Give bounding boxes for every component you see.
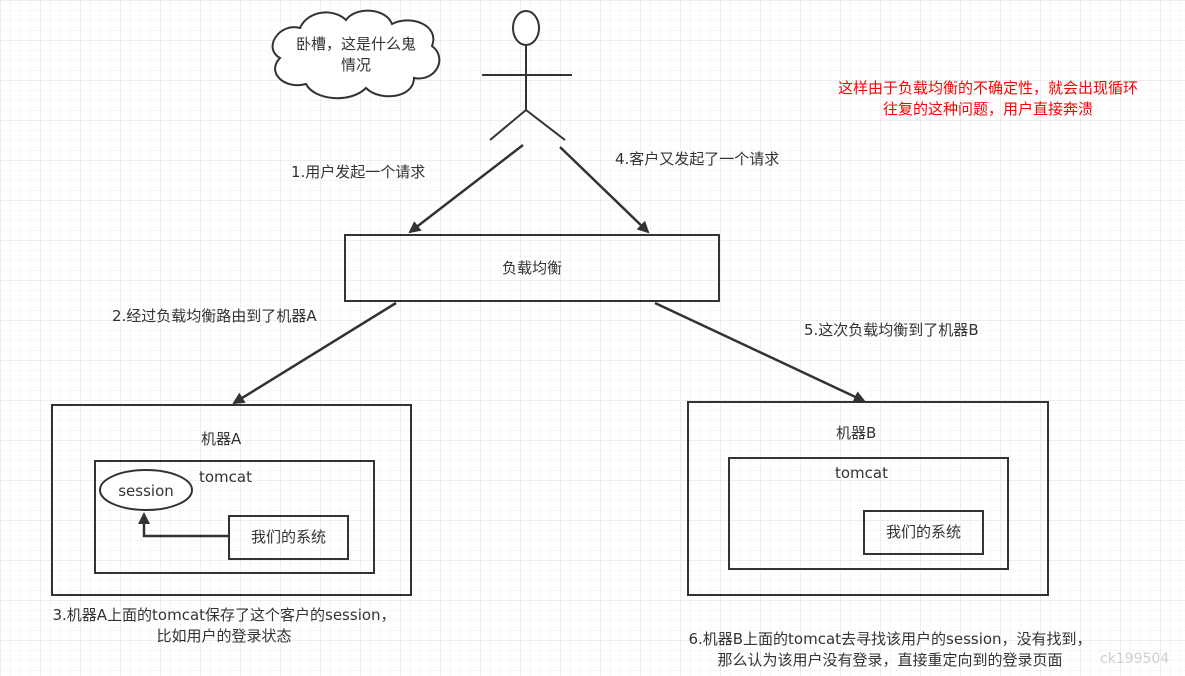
machine-a-tomcat-label: tomcat [199, 468, 252, 486]
arrow-lb-to-machine-b [654, 301, 866, 403]
arrow-system-to-session [138, 512, 228, 538]
cloud-text-line-2: 情况 [340, 56, 371, 74]
machine-a-box [51, 404, 412, 596]
step-2-label: 2.经过负载均衡路由到了机器A [112, 307, 317, 325]
thought-cloud [271, 9, 441, 100]
machine-b-tomcat-label: tomcat [835, 464, 888, 482]
machine-b-system-box [863, 510, 984, 555]
warning-note-line-1: 这样由于负载均衡的不确定性，就会出现循环 [837, 79, 1138, 97]
machine-a-tomcat-box [94, 460, 375, 574]
machine-b-system-label: 我们的系统 [885, 523, 961, 541]
machine-a-title: 机器A [201, 430, 242, 448]
watermark: ck199504 [1100, 651, 1170, 667]
session-ellipse [99, 469, 193, 511]
arrow-lb-to-machine-a [232, 301, 397, 405]
step-4-label: 4.客户又发起了一个请求 [615, 150, 780, 168]
user-figure [482, 10, 572, 141]
arrow-user-to-lb [408, 144, 524, 234]
machine-a-caption-line-1: 3.机器A上面的tomcat保存了这个客户的session， [52, 606, 396, 624]
machine-b-caption: 6.机器B上面的tomcat去寻找该用户的session，没有找到， 那么认为该… [630, 629, 1150, 671]
step-5-label: 5.这次负载均衡到了机器B [804, 321, 979, 339]
machine-a-system-box [228, 515, 349, 560]
load-balancer-box [344, 234, 720, 302]
machine-b-box [687, 401, 1049, 596]
step-1-label: 1.用户发起一个请求 [291, 163, 426, 181]
warning-note-line-2: 往复的这种问题，用户直接奔溃 [882, 100, 1093, 118]
machine-a-system-label: 我们的系统 [250, 528, 326, 546]
machine-a-caption: 3.机器A上面的tomcat保存了这个客户的session， 比如用户的登录状态 [14, 605, 434, 647]
session-label: session [118, 482, 174, 500]
cloud-text: 卧槽，这是什么鬼 情况 [286, 34, 426, 76]
arrow-user-to-lb-second [559, 146, 650, 234]
load-balancer-label: 负载均衡 [501, 259, 562, 277]
machine-b-caption-line-1: 6.机器B上面的tomcat去寻找该用户的session，没有找到， [688, 630, 1092, 648]
warning-note: 这样由于负载均衡的不确定性，就会出现循环 往复的这种问题，用户直接奔溃 [810, 78, 1166, 120]
machine-a-caption-line-2: 比如用户的登录状态 [156, 627, 292, 645]
machine-b-caption-line-2: 那么认为该用户没有登录，直接重定向到的登录页面 [717, 651, 1063, 669]
machine-b-tomcat-box [728, 457, 1009, 570]
cloud-text-line-1: 卧槽，这是什么鬼 [295, 35, 416, 53]
machine-b-title: 机器B [836, 424, 877, 442]
